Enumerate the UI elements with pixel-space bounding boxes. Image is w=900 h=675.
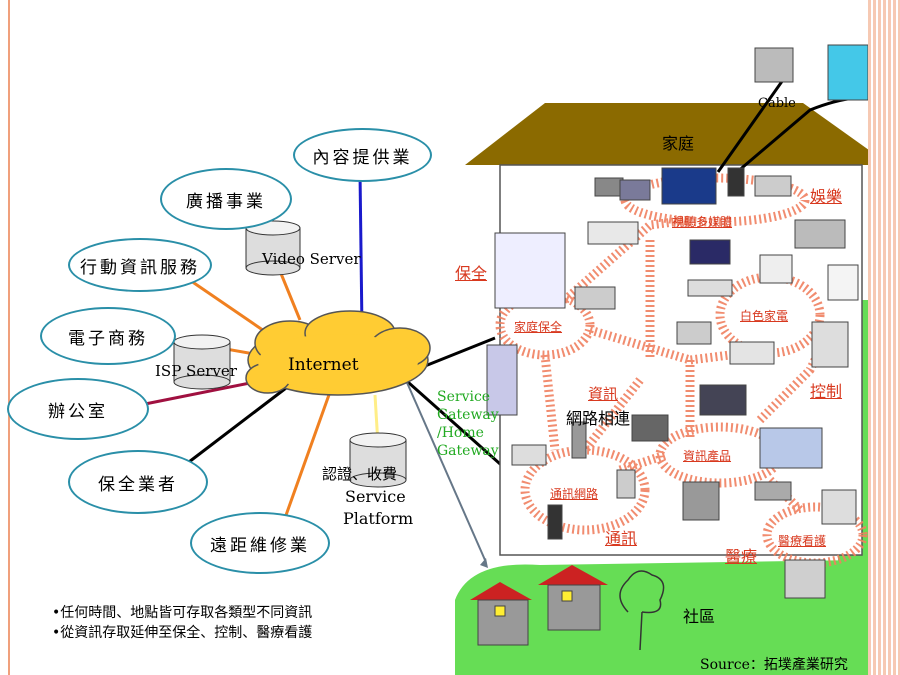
- pda-icon: [616, 469, 636, 499]
- oven-icon: [676, 321, 712, 345]
- diagram-canvas: [139, 44, 868, 675]
- left-border-line: [8, 0, 10, 675]
- bp-monitor-icon: [784, 559, 826, 599]
- isp-server-label: ISP Server: [155, 362, 237, 380]
- cable-label: Cable: [758, 96, 796, 111]
- laptop-icon: [699, 384, 747, 416]
- desktop-pc-icon: [759, 427, 823, 469]
- cert-label-1: 認證、收費: [322, 465, 398, 483]
- rice-cooker-icon: [759, 254, 793, 284]
- isp-server-cylinder: [173, 334, 231, 390]
- oval-mobile-info: 行動資訊服務: [68, 238, 212, 292]
- mobile-phone-icon: [571, 421, 587, 459]
- appliances: [486, 44, 868, 599]
- control-label: 控制: [810, 382, 843, 401]
- game-console-icon: [689, 239, 731, 265]
- gateway-label-2: Gateway: [437, 407, 499, 423]
- oval-content-provider: 內容提供業: [293, 128, 432, 182]
- link-security: [184, 383, 291, 467]
- fridge-icon: [811, 321, 849, 368]
- roof-label: 家庭: [662, 134, 695, 153]
- internet-cloud: [245, 310, 431, 396]
- intercom-icon: [494, 232, 566, 309]
- bullet-1: •任何時間、地點皆可存取各類型不同資訊: [52, 605, 313, 621]
- medical-care-label: 醫療看護: [778, 534, 827, 548]
- oval-security-industry: 保全業者: [68, 450, 208, 514]
- home-security-label: 家庭保全: [514, 320, 563, 334]
- internet-label: Internet: [288, 355, 359, 375]
- decorative-stripes: [868, 0, 900, 675]
- house-roof: [465, 103, 868, 165]
- video-server-label: Video Server: [262, 250, 361, 268]
- washer-icon: [827, 264, 859, 301]
- tv-icon: [661, 167, 717, 205]
- platform-server-cylinder: [349, 432, 407, 488]
- monitor-icon: [619, 179, 651, 201]
- tablet-icon: [682, 481, 720, 521]
- tree-icon: [619, 570, 665, 651]
- security-label: 保全: [455, 264, 488, 283]
- arrow-to-community: [404, 377, 486, 561]
- dvd-player-icon: [587, 221, 639, 245]
- source-label: Source：拓墣產業研究: [700, 657, 848, 673]
- oval-ecommerce: 電子商務: [40, 307, 176, 365]
- link-content-provider: [358, 171, 364, 331]
- community-label: 社區: [683, 607, 716, 626]
- scanner-icon: [754, 481, 792, 501]
- oval-office: 辦公室: [7, 378, 149, 440]
- community-houses: [470, 565, 608, 646]
- bulb-icon: [687, 279, 733, 297]
- phone-icon: [511, 444, 547, 466]
- stereo-icon: [754, 175, 792, 197]
- link-office: [139, 378, 266, 407]
- info-products-label: 資訊產品: [683, 449, 732, 463]
- av-media-label: 視聽多媒體: [672, 215, 733, 229]
- bullet-2: •從資訊存取延伸至保全、控制、醫療看護: [52, 625, 313, 641]
- printer-icon: [631, 414, 669, 442]
- gateway-tower-icon: [486, 344, 518, 416]
- oval-broadcasting: 廣播事業: [160, 168, 292, 230]
- gateway-label-3: /Home: [437, 425, 484, 441]
- arrow-head: [480, 558, 488, 568]
- speaker-icon: [727, 167, 745, 197]
- entertainment-label: 娛樂: [810, 187, 843, 206]
- medical-device-icon: [821, 489, 857, 525]
- gateway-label-4: Gateway: [437, 443, 499, 459]
- comm-label: 通訊: [605, 529, 638, 548]
- antenna-tower-icon: [827, 44, 868, 101]
- cert-label-3: Platform: [343, 509, 414, 528]
- oval-remote-repair: 遠距維修業: [190, 512, 330, 574]
- info-label: 資訊: [588, 385, 619, 403]
- comm-network-label: 通訊網路: [550, 487, 599, 501]
- medical-label: 醫療: [725, 547, 758, 566]
- modem-icon: [547, 504, 563, 540]
- link-repair: [283, 391, 332, 519]
- cable-plug-icon: [754, 47, 794, 83]
- cable-line: [716, 69, 792, 173]
- white-goods-label: 白色家電: [740, 309, 789, 323]
- network-label: 網路相連: [566, 409, 631, 428]
- gateway-label-1: Service: [437, 389, 491, 405]
- camcorder-icon: [594, 177, 624, 197]
- camera-icon: [794, 219, 846, 249]
- cert-label-2: Service: [345, 487, 406, 506]
- aircon-icon: [729, 341, 775, 365]
- cctv-icon: [574, 286, 616, 310]
